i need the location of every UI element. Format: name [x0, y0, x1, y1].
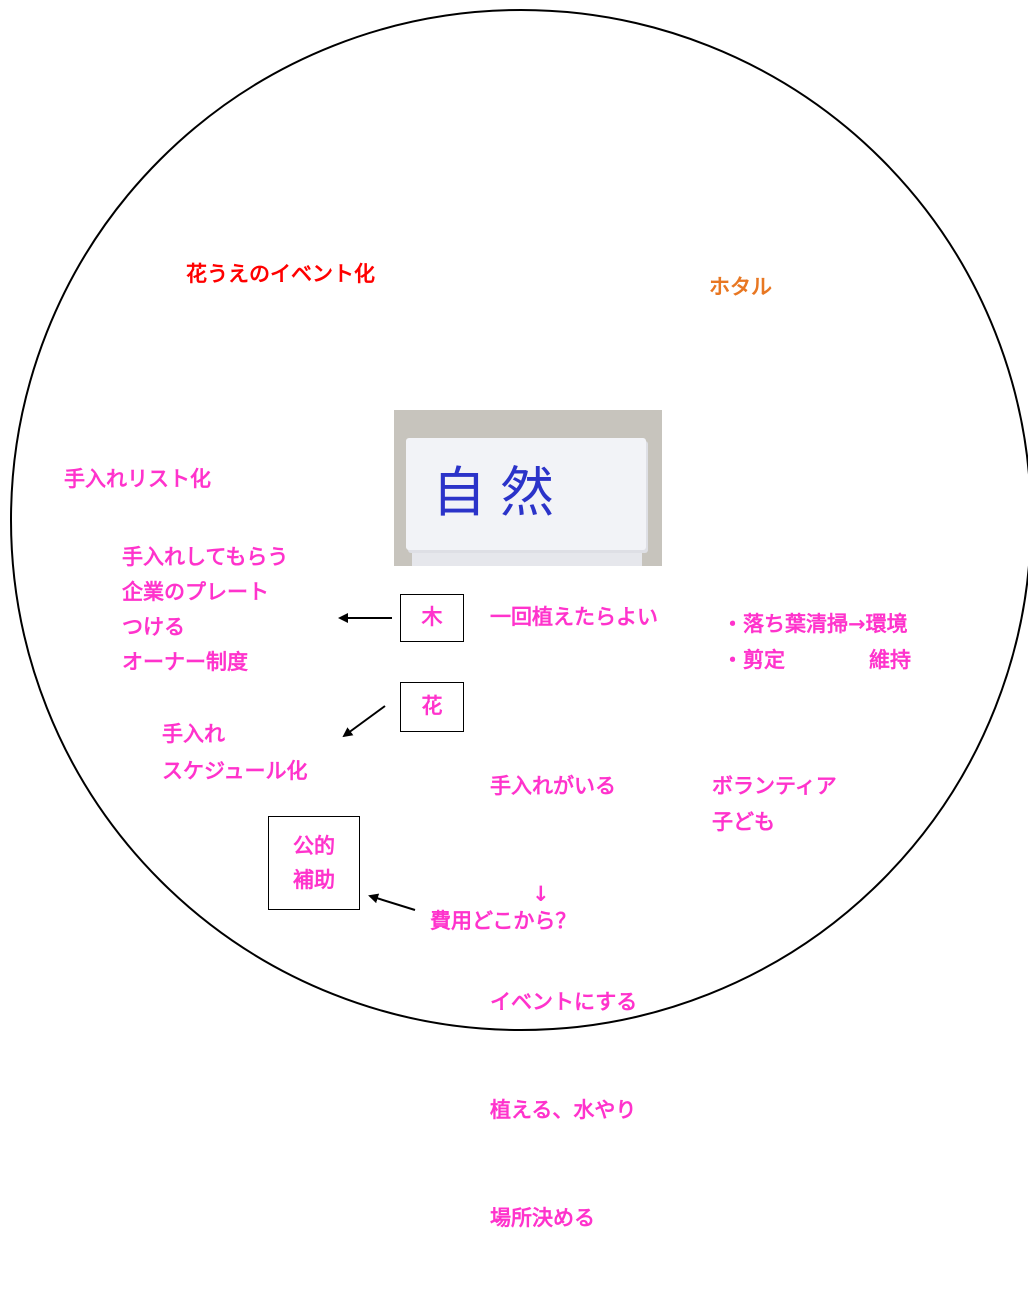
- diagram-lines: [10, 9, 1028, 1031]
- paper-sheet: [406, 438, 646, 550]
- note-line: 子ども: [712, 810, 775, 834]
- tree-box-label: 木: [421, 605, 443, 630]
- note-line: 補助: [293, 868, 335, 892]
- arrow-cost-to-subsidy: [368, 893, 416, 911]
- note-line: ・剪定 維持: [722, 648, 911, 672]
- note-line: 公的: [293, 834, 335, 858]
- mindmap-canvas: 自然 花うえのイベント化 ホタル 手入れリスト化 手入れしてもらう 企業のプレー…: [10, 9, 1028, 1230]
- note-line: 手入れ: [162, 722, 225, 746]
- note-flower-left: 手入れ スケジュール化: [162, 716, 308, 790]
- note-tree-right: 一回植えたらよい: [490, 605, 658, 629]
- note-flower-right: 手入れがいる ↓ イベントにする 植える、水やり 場所決める: [490, 696, 637, 1308]
- note-line: 企業のプレート: [122, 580, 269, 604]
- flower-box: 花: [400, 682, 464, 732]
- note-line: 手入れしてもらう: [122, 545, 289, 569]
- flower-box-label: 花: [421, 694, 443, 719]
- outer-circle: [10, 9, 1028, 1031]
- note-cost: 費用どこから？: [430, 909, 577, 933]
- note-line: 植える、水やり: [490, 1098, 637, 1122]
- note-volunteers: ボランティア 子ども: [712, 768, 837, 840]
- note-line: ボランティア: [712, 774, 837, 798]
- note-flower-event: 花うえのイベント化: [186, 262, 375, 286]
- subsidy-box: 公的 補助: [268, 816, 360, 910]
- note-line: 場所決める: [490, 1206, 595, 1230]
- note-line: ・落ち葉清掃→環境: [722, 612, 908, 636]
- note-line: オーナー制度: [122, 650, 248, 674]
- note-firefly: ホタル: [709, 275, 772, 299]
- note-line: イベントにする: [490, 990, 638, 1014]
- arrow-flower-to-left: [342, 705, 386, 738]
- note-line: スケジュール化: [162, 759, 308, 783]
- photo-label: 自然: [432, 461, 568, 524]
- note-care-list: 手入れリスト化: [64, 467, 211, 491]
- note-line: ↓: [490, 882, 550, 906]
- note-line: つける: [122, 615, 185, 639]
- subsidy-label: 公的 補助: [293, 829, 335, 897]
- note-line: 手入れがいる: [490, 774, 616, 798]
- note-tree-left: 手入れしてもらう 企業のプレート つける オーナー制度: [122, 540, 288, 680]
- photo-card: 自然: [394, 410, 662, 566]
- tree-box: 木: [400, 594, 464, 642]
- note-tree-far: ・落ち葉清掃→環境 ・剪定 維持: [722, 606, 911, 678]
